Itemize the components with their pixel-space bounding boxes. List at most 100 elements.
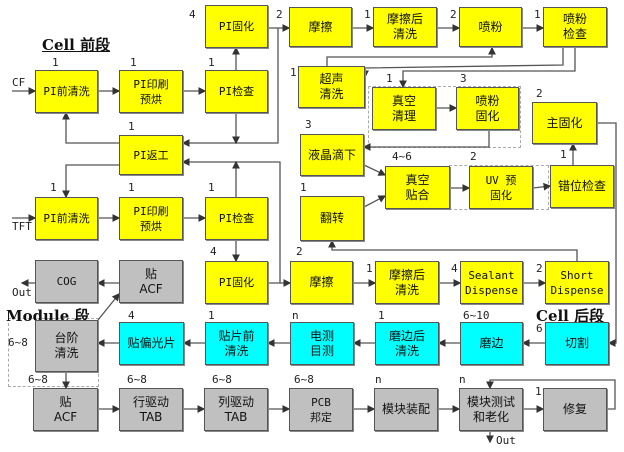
step-count-label: 2: [470, 150, 477, 163]
process-step: PI返工: [119, 135, 183, 175]
step-count-label: 6~8: [127, 373, 147, 386]
step-count-label: n: [375, 373, 382, 386]
step-count-label: 3: [460, 72, 467, 85]
arrow: [362, 130, 490, 151]
process-step: 台阶 清洗: [35, 320, 98, 372]
step-count-label: n: [459, 373, 466, 386]
step-count-label: 2: [450, 8, 457, 21]
step-count-label: 1: [208, 181, 215, 194]
input-label-cf: CF: [12, 76, 26, 89]
step-count-label: 1: [386, 72, 393, 85]
process-step: 主固化: [532, 102, 597, 144]
step-count-label: n: [292, 309, 299, 322]
step-count-label: 3: [305, 118, 312, 131]
process-step: PI印刷 预烘: [119, 197, 183, 240]
step-count-label: 1: [366, 262, 373, 275]
step-count-label: 6: [536, 322, 543, 335]
process-step: PI印刷 预烘: [119, 70, 183, 113]
process-step: Sealant Dispense: [460, 261, 523, 304]
process-step: Short Dispense: [545, 261, 609, 304]
arrow: [62, 164, 119, 199]
process-step: 喷粉 检查: [543, 7, 607, 47]
step-count-label: 1: [534, 8, 541, 21]
step-count-label: 1: [130, 56, 137, 69]
process-step: 真空 贴合: [385, 166, 450, 209]
section-label-cell-back: Cell 后段: [536, 307, 605, 325]
process-step: PI检查: [205, 197, 268, 240]
process-step: 超声 清洗: [298, 66, 365, 108]
step-count-label: 1: [52, 56, 59, 69]
process-step: 切割: [545, 322, 609, 365]
step-count-label: 2: [536, 262, 543, 275]
arrow: [363, 164, 387, 176]
group-outline-step-clean: [8, 318, 99, 387]
step-count-label: 6~8: [8, 336, 28, 349]
section-label-cell-front: Cell 前段: [42, 36, 111, 54]
process-step: 摩擦后 清洗: [375, 261, 439, 304]
arrow: [399, 48, 576, 89]
step-count-label: 4: [189, 8, 196, 21]
process-step: PI前清洗: [35, 70, 98, 113]
process-step: 贴偏光片: [119, 322, 184, 365]
process-step: COG: [35, 260, 98, 303]
step-count-label: 1: [300, 181, 307, 194]
process-step: 摩擦: [289, 7, 352, 47]
step-count-label: 1: [208, 56, 215, 69]
process-step: PI固化: [205, 261, 268, 304]
process-step: 电测 目测: [290, 322, 354, 365]
arrow: [97, 292, 120, 321]
process-step: 喷粉 固化: [456, 87, 519, 130]
arrow: [181, 158, 281, 283]
process-step: 贴 ACF: [119, 260, 183, 303]
output-label-cog: Out: [12, 286, 32, 299]
arrow: [326, 46, 496, 66]
step-count-label: 1: [128, 120, 135, 133]
step-count-label: 1: [535, 385, 542, 398]
process-step: 贴片前 清洗: [205, 322, 268, 365]
process-step: UV 预 固化: [469, 166, 533, 209]
step-count-label: 1: [378, 309, 385, 322]
arrow: [328, 239, 578, 261]
process-step: PI固化: [205, 5, 268, 48]
step-count-label: 6~8: [294, 373, 314, 386]
step-count-label: 6~8: [28, 373, 48, 386]
process-step: 模块测试 和老化: [459, 388, 523, 431]
process-step: 喷粉: [459, 7, 522, 47]
process-step: 磨边: [460, 322, 523, 365]
step-count-label: 1: [560, 148, 567, 161]
arrow: [597, 122, 617, 347]
step-count-label: 1: [50, 181, 57, 194]
step-count-label: 6~10: [463, 309, 490, 322]
input-label-tft: TFT: [12, 220, 32, 233]
arrow: [532, 182, 552, 191]
step-count-label: 2: [296, 245, 303, 258]
process-step: 修复: [543, 388, 607, 431]
step-count-label: 1: [208, 309, 215, 322]
process-step: 模块装配: [374, 388, 438, 431]
arrow: [62, 111, 119, 144]
step-count-label: 4: [210, 245, 217, 258]
arrow: [363, 195, 387, 208]
process-step: 列驱动 TAB: [204, 388, 268, 431]
arrow: [361, 48, 564, 79]
step-count-label: 4: [128, 309, 135, 322]
process-step: 错位检查: [550, 165, 614, 208]
output-label-test: Out: [496, 434, 516, 447]
process-step: 行驱动 TAB: [119, 388, 183, 431]
step-count-label: 2: [276, 8, 283, 21]
step-count-label: 6~8: [212, 373, 232, 386]
process-step: 贴 ACF: [33, 388, 98, 431]
process-step: PI前清洗: [35, 197, 98, 240]
process-step: 真空 清理: [372, 87, 436, 130]
process-step: 液晶滴下: [300, 134, 364, 176]
process-step: PI检查: [205, 70, 268, 113]
process-step: 磨边后 清洗: [375, 322, 439, 365]
process-step: PCB 邦定: [289, 388, 353, 431]
step-count-label: 1: [364, 8, 371, 21]
process-step: 翻转: [300, 196, 364, 241]
step-count-label: 1: [128, 181, 135, 194]
step-count-label: 4~6: [392, 150, 412, 163]
process-step: 摩擦后 清洗: [373, 7, 437, 47]
